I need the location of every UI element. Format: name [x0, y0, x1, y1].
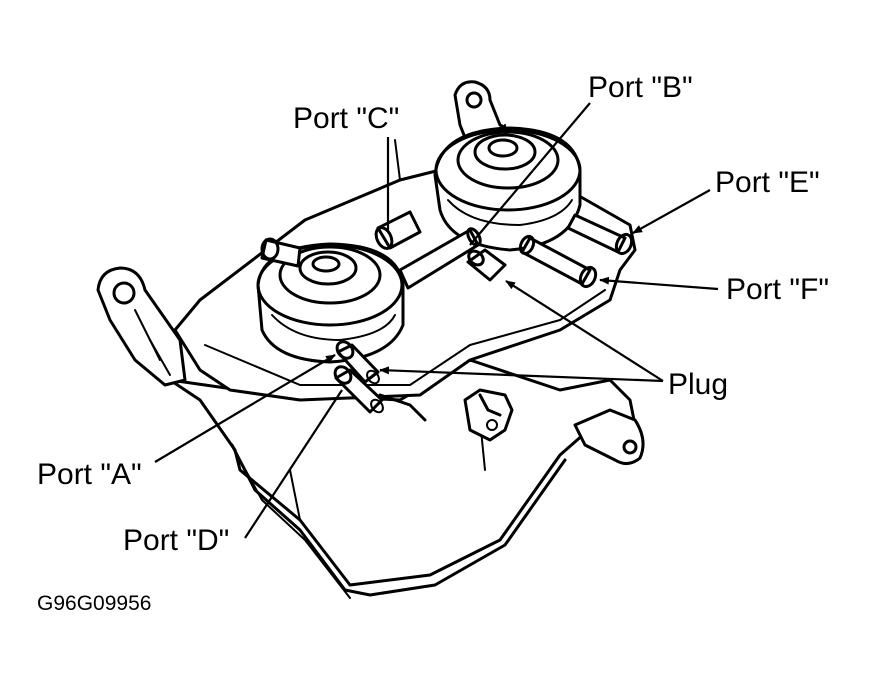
- left-mounting-tab: [96, 266, 187, 387]
- port-f-nipple: [518, 234, 598, 289]
- port-c-nipple: [374, 210, 422, 250]
- leader-port-d: [244, 389, 343, 539]
- leader-port-f: [599, 276, 719, 291]
- callout-labels: Port "C" Port "B" Port "E" Port "F" Plug…: [37, 71, 829, 615]
- hose-clamp: [378, 393, 427, 422]
- port-b-plug: [466, 248, 507, 282]
- leader-port-e: [632, 189, 711, 234]
- label-port-a: Port "A": [37, 458, 142, 491]
- port-d-nipple: [333, 365, 384, 414]
- leader-port-b: [469, 102, 591, 246]
- port-a-plug: [335, 340, 380, 385]
- leader-port-a: [154, 354, 336, 463]
- leader-plug-lower: [379, 366, 664, 383]
- right-valve-body: [433, 126, 582, 252]
- leader-plug-upper: [505, 280, 664, 382]
- bottom-mounting-tab: [573, 408, 645, 465]
- center-bracket: [463, 388, 514, 442]
- label-port-e: Port "E": [715, 166, 820, 199]
- valve-assembly-drawing: [96, 80, 645, 599]
- label-plug: Plug: [668, 368, 728, 401]
- label-port-c: Port "C": [293, 102, 399, 135]
- label-port-d: Port "D": [123, 524, 229, 557]
- figure-code: G96G09956: [37, 592, 151, 615]
- label-port-b: Port "B": [588, 71, 693, 104]
- port-e-nipple: [566, 213, 634, 256]
- leader-lines: [154, 102, 719, 539]
- left-top-nipple: [260, 237, 302, 268]
- left-valve-body: [256, 242, 405, 364]
- label-port-f: Port "F": [726, 273, 829, 306]
